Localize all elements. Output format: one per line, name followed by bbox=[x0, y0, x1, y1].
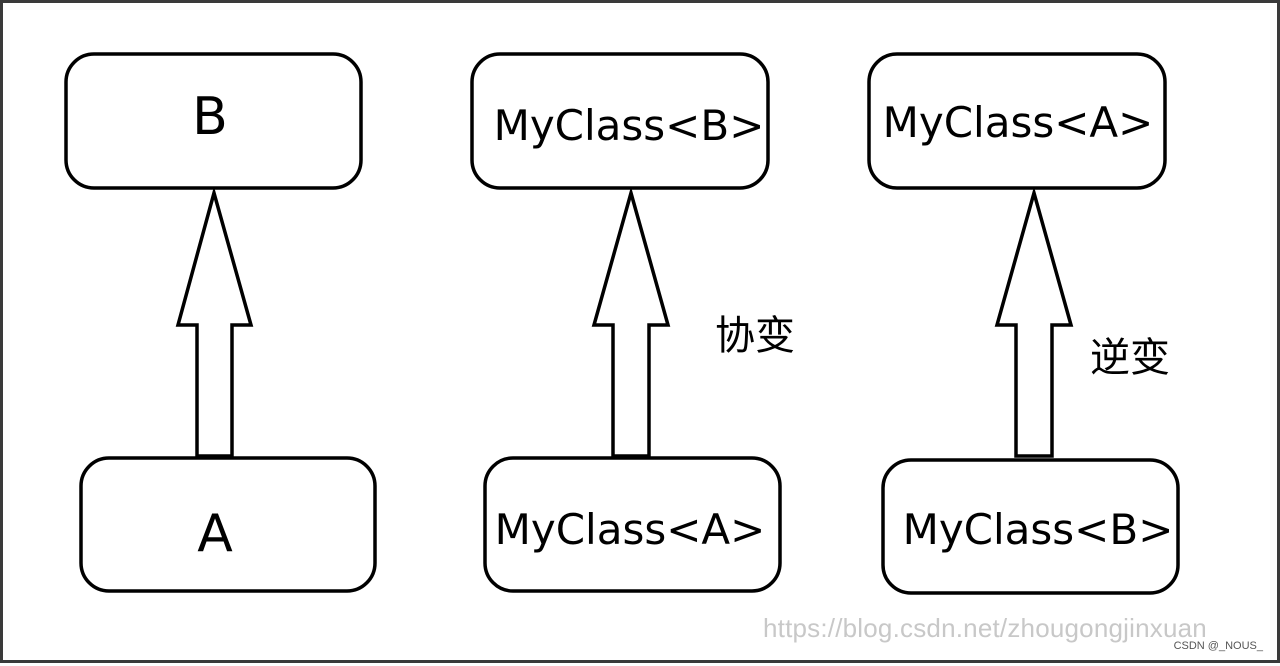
inheritance-variance-diagram: B A MyClass<B> MyClass<A> 协变 MyClass<A> … bbox=[64, 52, 1180, 595]
covariance-arrow bbox=[591, 186, 671, 458]
node-label-myclass-a-contravariant-top: MyClass<A> bbox=[883, 98, 1154, 147]
node-label-myclass-a-covariant-bottom: MyClass<A> bbox=[495, 505, 766, 554]
node-box-a bbox=[79, 456, 377, 593]
covariance-label: 协变 bbox=[715, 313, 795, 359]
inheritance-arrow-a-to-b bbox=[175, 186, 254, 458]
node-box-b bbox=[64, 52, 363, 190]
node-box-myclass-a-contravariant-top bbox=[867, 52, 1167, 190]
node-box-myclass-b-covariant-top bbox=[470, 52, 770, 190]
node-label-a: A bbox=[197, 504, 233, 564]
node-label-b: B bbox=[192, 87, 228, 147]
node-box-myclass-a-covariant-bottom bbox=[483, 456, 782, 593]
node-label-myclass-b-covariant-top: MyClass<B> bbox=[494, 101, 765, 150]
node-box-myclass-b-contravariant-bottom bbox=[881, 458, 1180, 595]
contravariance-label: 逆变 bbox=[1090, 335, 1170, 381]
watermark-url: https://blog.csdn.net/zhougongjinxuan bbox=[763, 613, 1207, 643]
contravariance-arrow bbox=[994, 186, 1074, 458]
credit-text: CSDN @_NOUS_ bbox=[1173, 640, 1263, 652]
node-label-myclass-b-contravariant-bottom: MyClass<B> bbox=[903, 505, 1174, 554]
